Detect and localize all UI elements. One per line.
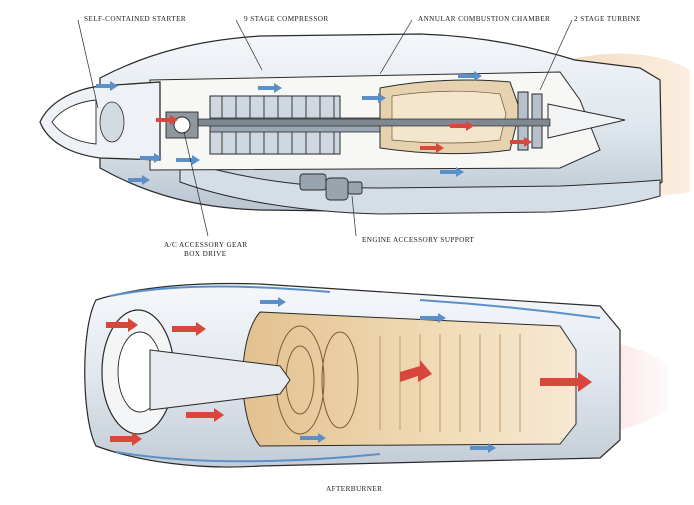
label-afterburner: AFTERBURNER xyxy=(326,485,383,493)
hot-gas-arrows xyxy=(156,115,532,153)
combustion-chamber xyxy=(379,79,521,155)
leader-compressor xyxy=(235,19,263,71)
label-gearbox-line1: A/C ACCESSORY GEAR xyxy=(164,241,248,249)
leader-combustion xyxy=(379,19,413,75)
label-gearbox-line2: BOX DRIVE xyxy=(184,250,227,258)
label-turbine: 2 STAGE TURBINE xyxy=(574,15,641,23)
liner-ribs xyxy=(379,334,521,432)
leader-turbine xyxy=(539,19,573,91)
gearbox-gear xyxy=(173,116,191,134)
leader-gearbox xyxy=(183,131,209,237)
main-shaft xyxy=(169,118,551,127)
afterburner-cutaway xyxy=(84,282,668,468)
afterburner-airflow-arrows xyxy=(260,297,496,453)
self-contained-starter xyxy=(39,81,161,161)
label-compressor: 9 STAGE COMPRESSOR xyxy=(244,15,329,23)
leader-accessory xyxy=(351,195,357,237)
leader-starter xyxy=(77,19,99,109)
label-accessory-support: ENGINE ACCESSORY SUPPORT xyxy=(362,236,475,244)
cooling-lines xyxy=(109,285,601,463)
afterburner-hot-gas-arrows xyxy=(106,318,592,446)
accessory-pumps xyxy=(299,173,363,201)
label-combustion-chamber: ANNULAR COMBUSTION CHAMBER xyxy=(418,15,551,23)
tailcone xyxy=(149,349,291,411)
afterburner-cutaway-section xyxy=(242,311,577,447)
engine-cutaway xyxy=(39,19,690,237)
airflow-arrows xyxy=(96,71,482,185)
label-self-contained-starter: SELF-CONTAINED STARTER xyxy=(84,15,187,23)
